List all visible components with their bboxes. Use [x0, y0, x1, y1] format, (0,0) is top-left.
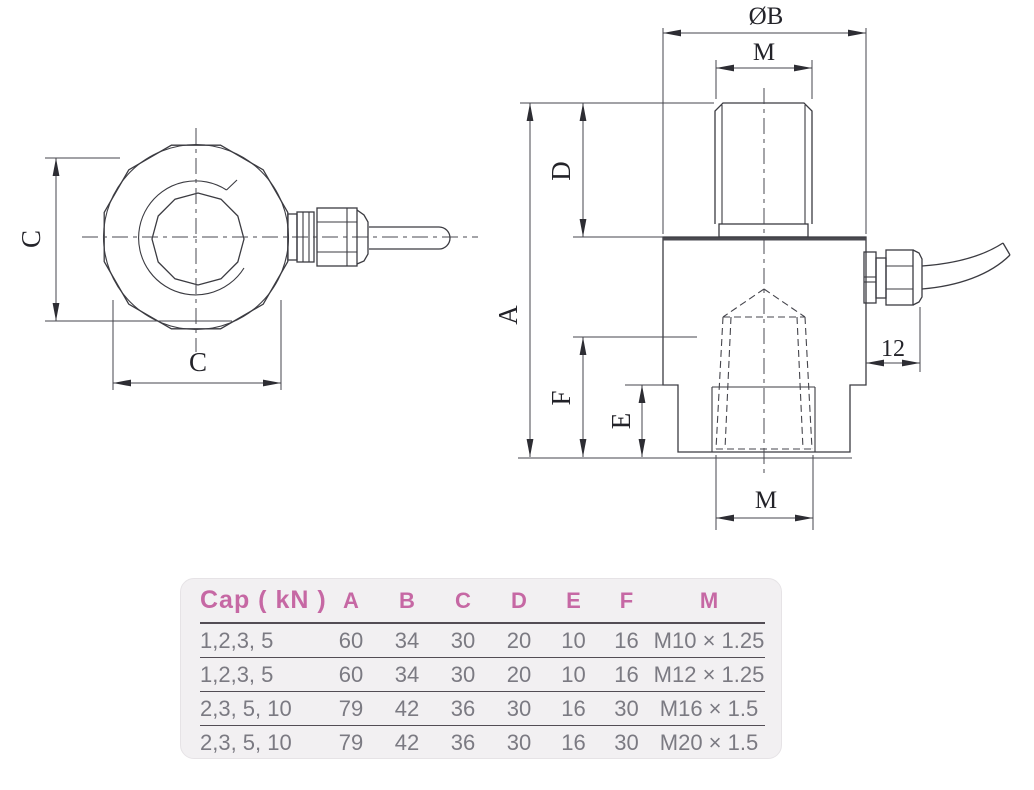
col-header-d: D [491, 579, 547, 624]
cell-d: 20 [491, 623, 547, 658]
cell-f: 30 [614, 729, 639, 755]
col-header-e: E [547, 579, 600, 624]
cell-f: 16 [600, 657, 653, 692]
cell-b: 42 [394, 729, 420, 755]
front-bore-leadin [226, 179, 238, 191]
side-hidden-thread [715, 288, 813, 450]
cell-b: 34 [379, 623, 435, 658]
dim-m-top: M [715, 39, 813, 99]
cell-a: 60 [323, 623, 379, 658]
front-cable [369, 226, 451, 250]
cell-cap: 2,3, 5, 10 [200, 729, 292, 755]
cell-e: 16 [561, 729, 586, 755]
cell-c: 30 [435, 657, 491, 692]
cell-a: 79 [323, 691, 379, 726]
table-row: 2,3, 5, 10 79 42 36 30 16 30 M20 × 1.5 [200, 726, 765, 760]
side-cable-gland [863, 242, 1011, 306]
dim-label-m-bottom: M [755, 487, 777, 514]
dim-e: E [606, 385, 646, 457]
col-header-f: F [600, 579, 653, 624]
dim-label-b: ØB [749, 3, 784, 30]
col-header-c: C [435, 579, 491, 624]
dim-label-d: D [546, 161, 576, 181]
cell-cap: 1,2,3, 5 [200, 623, 323, 658]
cell-e: 10 [547, 657, 600, 692]
table-row: 1,2,3, 5 60 34 30 20 10 16 M10 × 1.25 [200, 623, 765, 658]
dim-d: D [546, 103, 587, 237]
cell-c: 36 [435, 691, 491, 726]
cell-b: 42 [379, 691, 435, 726]
front-bore [151, 192, 245, 286]
cell-a: 60 [323, 657, 379, 692]
front-bore-chamfer [138, 180, 245, 296]
dim-gland-12: 12 [866, 307, 921, 372]
dim-f: F [546, 337, 587, 457]
cell-d: 30 [491, 691, 547, 726]
dim-c-vertical: C [16, 157, 232, 322]
table-row: 1,2,3, 5 60 34 30 20 10 16 M12 × 1.25 [200, 657, 765, 692]
dim-label-f: F [546, 390, 576, 405]
col-header-cap: Cap ( kN ) [200, 579, 326, 624]
dim-label-m-top: M [753, 39, 775, 66]
cell-c: 30 [435, 623, 491, 658]
cell-c: 36 [450, 729, 476, 755]
dim-label-e: E [606, 413, 636, 430]
side-view: ØB M A D [493, 3, 1011, 530]
dim-b: ØB [662, 3, 867, 234]
spec-table-grid: Cap ( kN ) A B C D E F M 1,2,3, 5 60 34 … [200, 579, 765, 759]
table-row: 2,3, 5, 10 79 42 36 30 16 30 M16 × 1.5 [200, 691, 765, 726]
col-header-a: A [323, 579, 379, 624]
cell-cap: 2,3, 5, 10 [200, 691, 323, 726]
cell-f: 30 [600, 691, 653, 726]
spec-table: Cap ( kN ) A B C D E F M 1,2,3, 5 60 34 … [180, 578, 782, 759]
dim-label-gland: 12 [881, 336, 905, 362]
dim-a: A [493, 103, 534, 457]
cell-a: 79 [338, 729, 364, 755]
dim-c-horizontal: C [112, 300, 282, 390]
dim-m-bottom: M [715, 455, 814, 530]
cell-b: 34 [379, 657, 435, 692]
front-view: C C [16, 128, 478, 390]
col-header-b: B [379, 579, 435, 624]
cell-f: 16 [600, 623, 653, 658]
cell-cap: 1,2,3, 5 [200, 657, 323, 692]
cell-d: 20 [491, 657, 547, 692]
cell-m: M12 × 1.25 [653, 657, 765, 692]
side-cable [921, 242, 1004, 267]
cell-m: M10 × 1.25 [653, 623, 765, 658]
col-header-m: M [653, 579, 765, 624]
front-cable-gland [287, 207, 451, 267]
dim-label-a: A [493, 305, 523, 325]
cell-m: M20 × 1.5 [659, 729, 759, 755]
cell-d: 30 [506, 729, 532, 755]
dim-label-c-vertical: C [16, 230, 46, 248]
dim-label-c-horizontal: C [189, 347, 207, 377]
header-row: Cap ( kN ) A B C D E F M [200, 579, 765, 624]
cell-e: 10 [547, 623, 600, 658]
cell-e: 16 [547, 691, 600, 726]
front-body-polygon [103, 144, 289, 330]
cell-m: M16 × 1.5 [653, 691, 765, 726]
